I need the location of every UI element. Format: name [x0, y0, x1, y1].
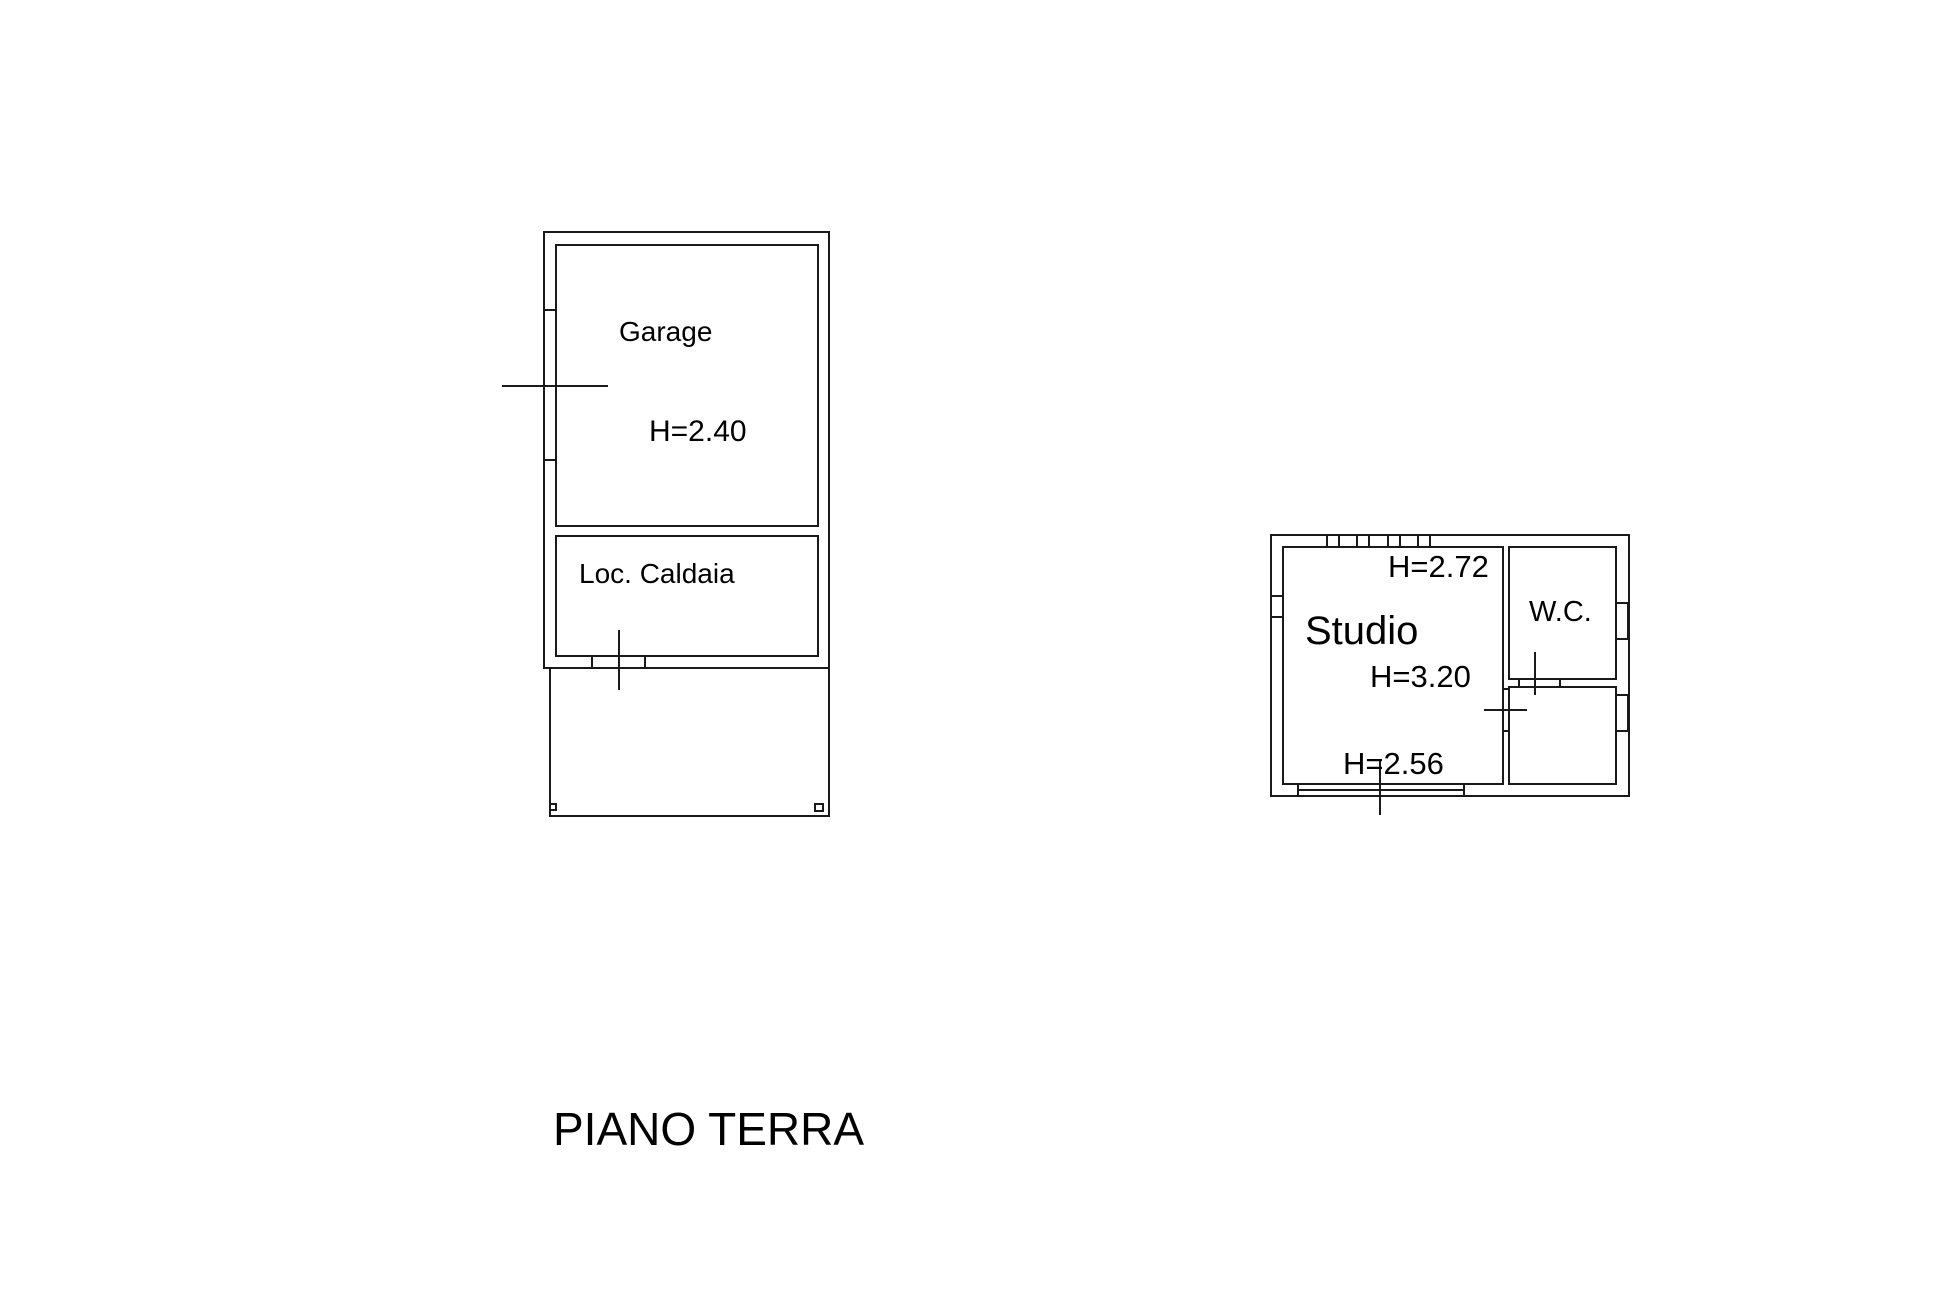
storage-room	[1508, 686, 1617, 785]
garage-height-label: H=2.40	[649, 415, 747, 448]
studio-label: Studio	[1305, 609, 1419, 653]
caldaia-room	[555, 535, 819, 657]
right-building	[1270, 534, 1630, 815]
garage-label: Garage	[619, 316, 713, 347]
wc-label: W.C.	[1529, 596, 1592, 628]
floor-title: PIANO TERRA	[553, 1103, 864, 1155]
studio-height-label-3: H=2.56	[1343, 746, 1444, 781]
porch	[549, 668, 830, 817]
left-building	[502, 231, 830, 817]
left-outer-wall	[543, 231, 830, 669]
caldaia-label: Loc. Caldaia	[579, 558, 735, 589]
studio-height-label-2: H=3.20	[1370, 659, 1471, 694]
studio-height-label-1: H=2.72	[1388, 549, 1489, 584]
